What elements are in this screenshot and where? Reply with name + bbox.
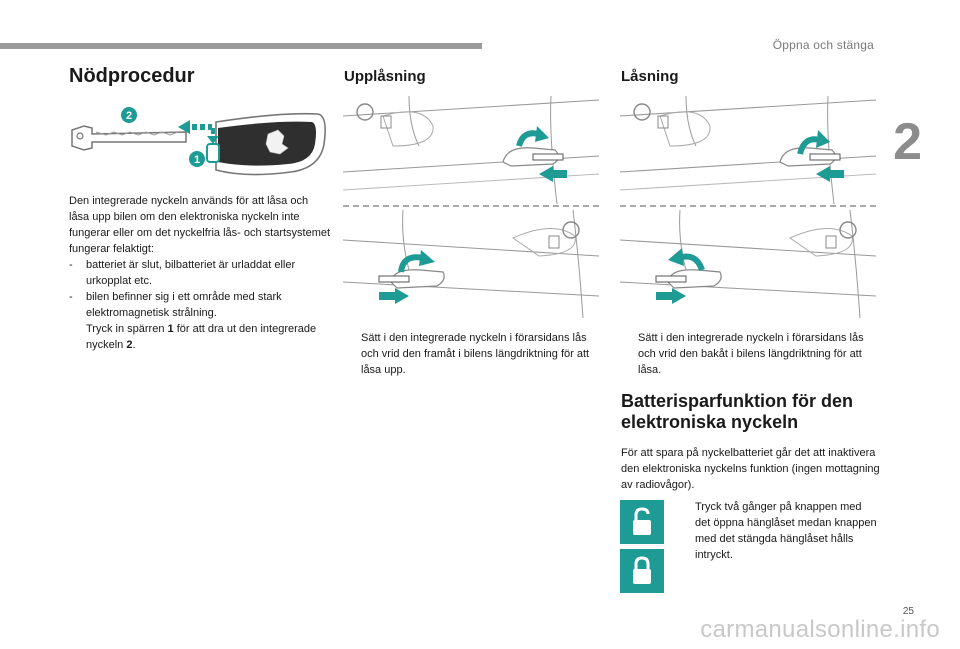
- locking-title: Låsning: [621, 68, 679, 85]
- battery-title: Batterisparfunktion för den elektroniska…: [621, 391, 854, 432]
- rotate-forward-arrow-icon: [516, 126, 549, 147]
- watermark: carmanualsonline.info: [700, 616, 940, 643]
- callout-1: 1: [194, 154, 200, 166]
- pull-arrow-icon: [178, 120, 212, 134]
- lock-illustration-top: [620, 96, 876, 204]
- lock-button-icon: [620, 549, 664, 593]
- emergency-text: Den integrerade nyckeln används för att …: [69, 193, 331, 353]
- key-illustration: 1 2: [71, 107, 326, 176]
- chapter-number: 2: [893, 113, 922, 171]
- list-item: Sätt i den integrerade nyckeln i förarsi…: [638, 332, 864, 376]
- unlock-illustration-bottom: [343, 210, 599, 318]
- rotate-backward-arrow-icon: [668, 248, 705, 272]
- unlocking-text: Sätt i den integrerade nyckeln i förarsi…: [344, 330, 602, 378]
- insert-key-arrow-icon: [816, 166, 844, 182]
- battery-section: Batterisparfunktion för den elektroniska…: [621, 391, 881, 493]
- locking-text: Sätt i den integrerade nyckeln i förarsi…: [621, 330, 877, 378]
- lock-illustration-bottom: [620, 210, 876, 318]
- insert-key-arrow-icon: [656, 288, 686, 304]
- emergency-intro: Den integrerade nyckeln används för att …: [69, 195, 331, 255]
- header-bar: [0, 43, 482, 49]
- emergency-section: Nödprocedur: [69, 65, 329, 88]
- list-item: -batteriet är slut, bilbatteriet är urla…: [69, 259, 296, 287]
- insert-key-arrow-icon: [539, 166, 567, 182]
- emergency-title: Nödprocedur: [69, 65, 195, 87]
- rotate-forward-arrow-icon: [398, 250, 435, 273]
- insert-key-arrow-icon: [379, 288, 409, 304]
- list-item: -bilen befinner sig i ett område med sta…: [69, 291, 282, 319]
- list-item: Tryck in spärren 1 för att dra ut den in…: [86, 323, 317, 351]
- brand-logo-icon: [265, 129, 289, 155]
- press-arrow-icon: [207, 128, 219, 144]
- unlocking-section: Upplåsning: [344, 65, 606, 85]
- list-item: Sätt i den integrerade nyckeln i förarsi…: [361, 332, 590, 376]
- callout-2: 2: [126, 110, 132, 122]
- battery-intro: För att spara på nyckelbatteriet går det…: [621, 447, 880, 491]
- list-item: Tryck två gånger på knappen med det öppn…: [695, 501, 877, 561]
- unlocking-title: Upplåsning: [344, 68, 426, 85]
- locking-section: Låsning: [621, 65, 881, 85]
- emergency-conditions: -batteriet är slut, bilbatteriet är urla…: [69, 257, 331, 353]
- unlock-button-icon: [620, 500, 664, 544]
- running-header: Öppna och stänga: [772, 38, 874, 52]
- figure-divider: [620, 205, 876, 207]
- figure-divider: [343, 205, 599, 207]
- rotate-backward-arrow-icon: [797, 130, 830, 155]
- battery-text: Tryck två gånger på knappen med det öppn…: [678, 499, 878, 563]
- page-number: 25: [902, 606, 914, 617]
- unlock-illustration-top: [343, 96, 599, 204]
